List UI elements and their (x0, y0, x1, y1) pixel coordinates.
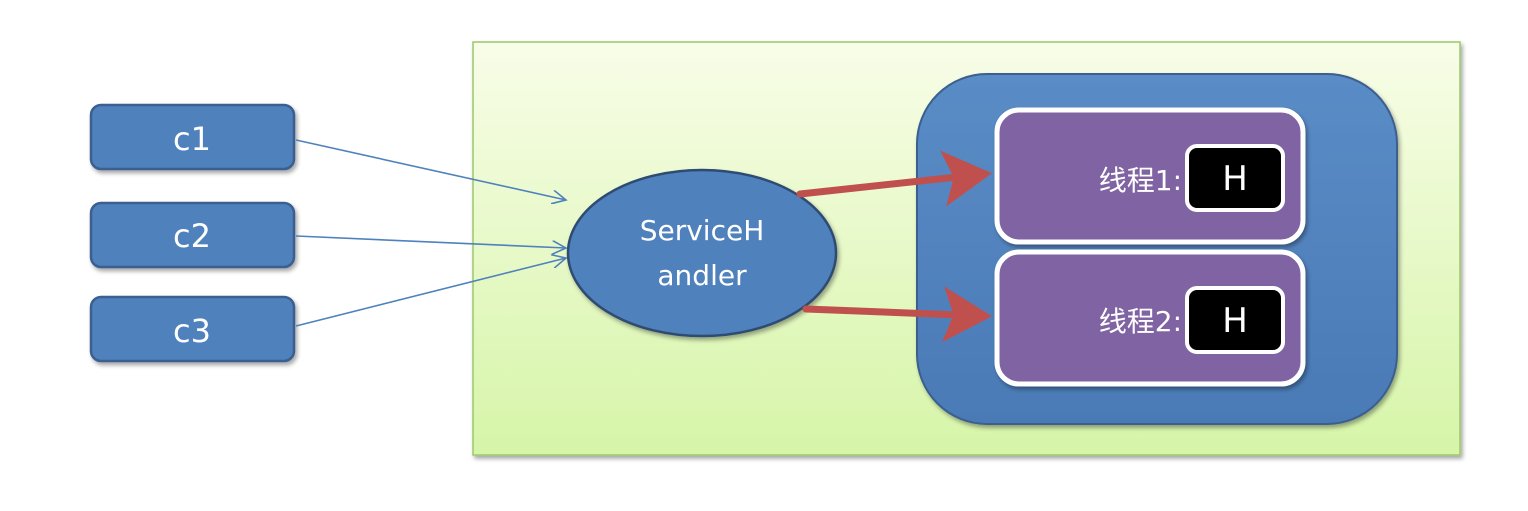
service-handler-label-line2: andler (657, 259, 747, 292)
thread-2-handler: H (1185, 286, 1285, 354)
thread-1-handler: H (1185, 144, 1285, 212)
arrow-c3-to-handler (295, 258, 566, 327)
thread-1: 线程1: H (994, 107, 1306, 245)
thread-2-handler-label: H (1222, 301, 1248, 341)
thread-2: 线程2: H (994, 249, 1306, 387)
arrow-handler-to-thread-1 (796, 150, 992, 207)
thread-2-label: 线程2: (1099, 305, 1182, 338)
arrow-c1-to-handler (295, 139, 566, 200)
service-handler-label-line1: ServiceH (640, 214, 765, 247)
service-handler: ServiceH andler (566, 168, 838, 338)
client-c3-label: c3 (173, 312, 211, 350)
arrow-c2-to-handler (295, 235, 566, 248)
client-c3: c3 (89, 295, 296, 363)
thread-1-label: 线程1: (1099, 164, 1182, 197)
client-c1: c1 (89, 103, 296, 171)
thread-1-handler-label: H (1222, 159, 1248, 199)
client-c1-label: c1 (173, 120, 211, 158)
client-c2: c2 (89, 201, 296, 269)
arrow-handler-to-thread-2 (802, 286, 992, 343)
client-c2-label: c2 (173, 217, 211, 255)
